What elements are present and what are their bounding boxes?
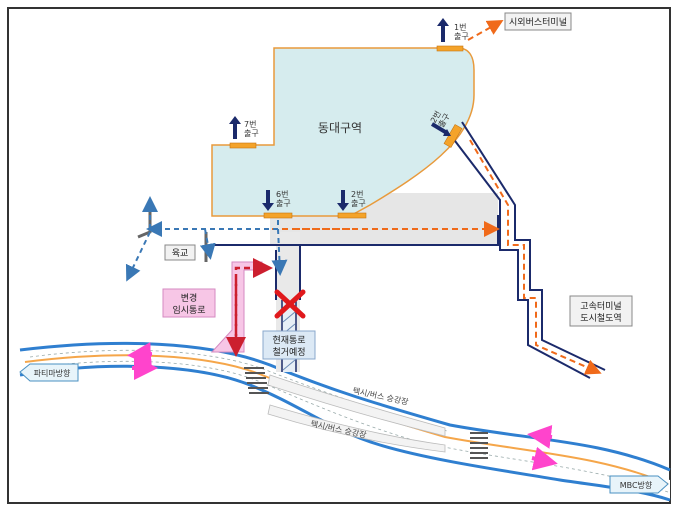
- direction-right-label: MBC방향: [620, 480, 653, 490]
- intercity-bus-terminal-label: 시외버스터미널: [509, 16, 567, 28]
- exit-1-arrow-icon: [437, 18, 449, 42]
- traffic-arrow: [527, 424, 553, 449]
- exit-3-label: 2번 출구: [351, 190, 366, 208]
- express-terminal-box: 고속터미널 도시철도역: [569, 295, 633, 327]
- traffic-arrow: [127, 342, 153, 367]
- closed-mark-icon: [274, 289, 306, 319]
- crosswalk-left: [244, 367, 269, 394]
- crosswalk-right: [470, 432, 488, 459]
- direction-sign-left: 파티마방향: [19, 363, 79, 382]
- exit-label-line: 출구: [454, 31, 469, 41]
- direction-left-label: 파티마방향: [34, 368, 71, 378]
- current-passage-box: 현재통로 철거예정: [262, 330, 316, 360]
- exit-label-line: 출구: [276, 198, 291, 208]
- exit-7-label: 7번 출구: [244, 120, 259, 138]
- overpass-box: 육교: [164, 244, 196, 261]
- temp-passage-line1: 변경: [181, 292, 198, 304]
- exit-label-line: 출구: [351, 198, 366, 208]
- red-route: [226, 258, 273, 357]
- station-building: [211, 47, 475, 217]
- exit-arrows: [229, 18, 451, 211]
- exit-6-arrow-icon: [262, 190, 274, 211]
- traffic-arrow: [531, 446, 558, 471]
- exit-1-marker: [436, 45, 464, 52]
- exit-6-label: 6번 출구: [276, 190, 291, 208]
- exit-3-marker: [337, 212, 367, 219]
- exit-1-label: 1번 출구: [454, 23, 469, 41]
- blue-routes: [125, 196, 288, 282]
- temp-passage-line2: 임시통로: [172, 304, 205, 316]
- current-passage-line1: 현재통로: [272, 335, 305, 346]
- exit-1-label-line1: 1번: [454, 23, 466, 32]
- temp-passage-box: 변경 임시통로: [162, 288, 216, 318]
- current-passage-line2: 철거예정: [272, 347, 305, 358]
- exit-6-marker: [263, 212, 293, 219]
- overpass-label: 육교: [172, 248, 189, 259]
- express-terminal-line1: 고속터미널: [580, 301, 621, 312]
- direction-sign-right: MBC방향: [609, 475, 669, 494]
- exit-7-arrow-icon: [229, 116, 241, 139]
- road: [19, 341, 671, 502]
- station-name: 동대구역: [318, 121, 362, 135]
- concourse: [270, 193, 498, 372]
- express-terminal-line2: 도시철도역: [580, 313, 621, 324]
- exit-3-arrow-icon: [337, 190, 349, 211]
- intercity-bus-terminal-box: 시외버스터미널: [504, 12, 572, 31]
- orange-routes: [272, 20, 602, 375]
- exit-7-marker: [229, 142, 257, 149]
- exit-label-line: 출구: [244, 128, 259, 138]
